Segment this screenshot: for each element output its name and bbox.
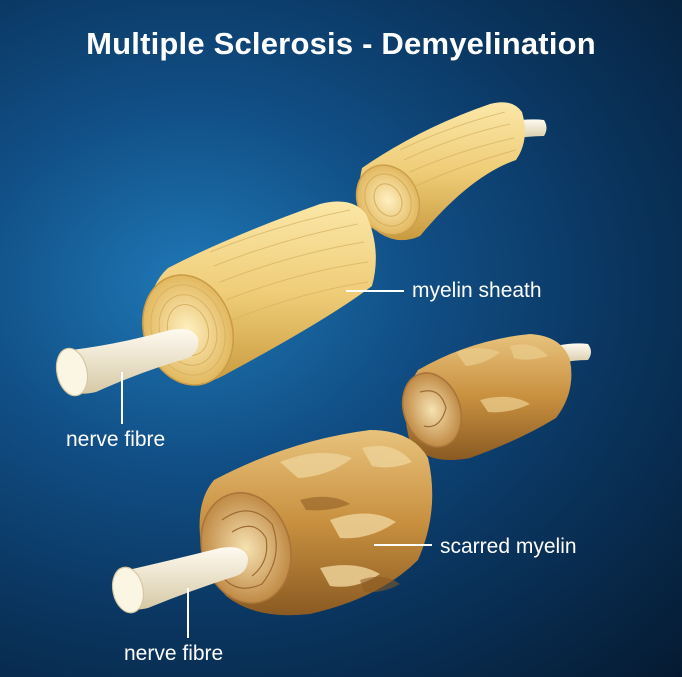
nerve-fibre-end <box>113 547 248 610</box>
nerve-fibre-end <box>58 329 199 394</box>
damaged-axon <box>111 334 591 616</box>
healthy-axon <box>55 102 547 397</box>
label-nerve-fibre-top: nerve fibre <box>66 428 166 451</box>
label-nerve-fibre-bottom: nerve fibre <box>124 642 224 665</box>
diagram-title: Multiple Sclerosis - Demyelination <box>86 26 596 61</box>
label-scarred-myelin: scarred myelin <box>440 535 577 558</box>
label-myelin-sheath: myelin sheath <box>412 279 542 302</box>
